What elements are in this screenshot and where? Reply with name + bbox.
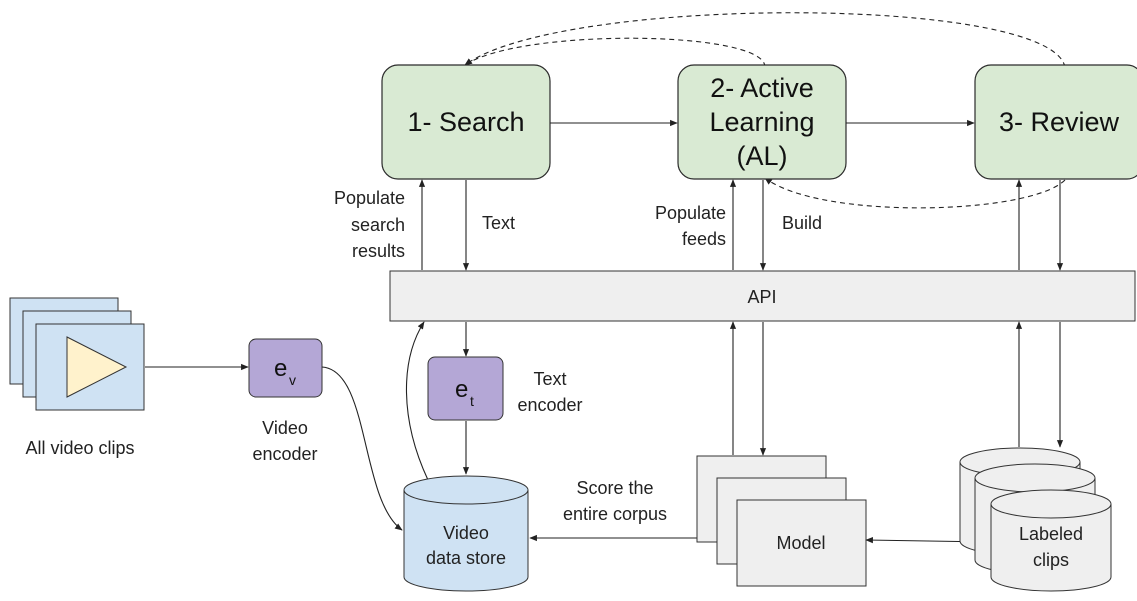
label-populate-2: search: [351, 215, 405, 235]
stage-al-line-1: 2- Active: [710, 73, 814, 103]
loop-review-to-search: [464, 12, 1066, 68]
label-text: Text: [482, 213, 515, 233]
label-populate-feeds-2: feeds: [682, 229, 726, 249]
stage-al-line-2: Learning: [709, 107, 814, 137]
video-clips-label: All video clips: [25, 438, 134, 458]
model-label: Model: [776, 533, 825, 553]
label-populate-feeds-1: Populate: [655, 203, 726, 223]
video-encoder-label-2: encoder: [252, 444, 317, 464]
stage-search-label: 1- Search: [407, 107, 524, 137]
video-clips-stack: All video clips: [9, 297, 145, 458]
model-stack: Model: [696, 455, 867, 587]
label-score-2: entire corpus: [563, 504, 667, 524]
text-encoder-label-1: Text: [533, 369, 566, 389]
label-build: Build: [782, 213, 822, 233]
labeled-clips-label-1: Labeled: [1019, 524, 1083, 544]
video-encoder-symbol: e: [274, 355, 287, 382]
video-data-store: Video data store: [403, 475, 529, 592]
video-encoder-subscript: v: [289, 372, 296, 388]
play-icon: [66, 336, 128, 398]
labeled-clips-stack: Labeled clips: [959, 447, 1112, 592]
loop-al-to-search: [464, 37, 766, 68]
label-populate-1: Populate: [334, 188, 405, 208]
stage-review: 3- Review: [974, 64, 1137, 180]
text-encoder: e t Text encoder: [427, 356, 583, 421]
label-populate-3: results: [352, 241, 405, 261]
video-encoder: e v Video encoder: [248, 338, 323, 464]
video-encoder-label-1: Video: [262, 418, 308, 438]
labeled-clips-label-2: clips: [1033, 550, 1069, 570]
text-encoder-label-2: encoder: [517, 395, 582, 415]
arrow-video-encoder-to-store: [321, 366, 403, 531]
video-store-label-1: Video: [443, 523, 489, 543]
stage-active-learning: 2- Active Learning (AL): [677, 64, 847, 180]
label-score-1: Score the: [576, 478, 653, 498]
loop-review-to-al: [764, 177, 1066, 209]
api-bar: API: [389, 270, 1136, 322]
stage-al-line-3: (AL): [736, 141, 787, 171]
text-encoder-subscript: t: [470, 393, 474, 409]
api-label: API: [747, 287, 776, 307]
stage-review-label: 3- Review: [999, 107, 1120, 137]
arrow-store-to-api: [405, 321, 429, 481]
stage-search: 1- Search: [381, 64, 551, 180]
text-encoder-symbol: e: [455, 376, 468, 403]
video-store-label-2: data store: [426, 548, 506, 568]
